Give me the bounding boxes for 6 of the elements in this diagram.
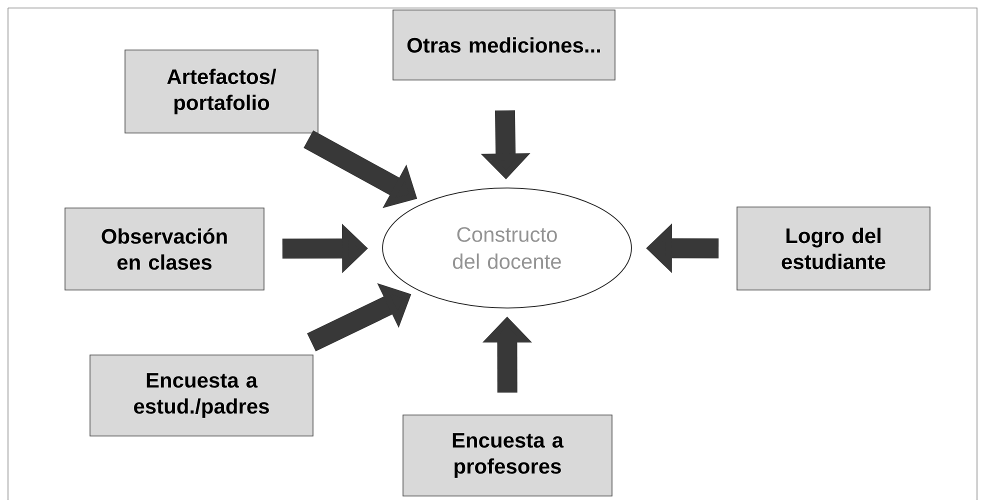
process-box: Artefactos/ portafolio bbox=[124, 50, 318, 134]
process-box: Encuesta a profesores bbox=[402, 414, 612, 496]
process-box: Encuesta a estud./padres bbox=[90, 354, 314, 436]
process-box: Logro del estudiante bbox=[736, 206, 930, 290]
process-box: Observación en clases bbox=[64, 208, 264, 290]
process-box: Otras mediciones... bbox=[392, 10, 616, 80]
